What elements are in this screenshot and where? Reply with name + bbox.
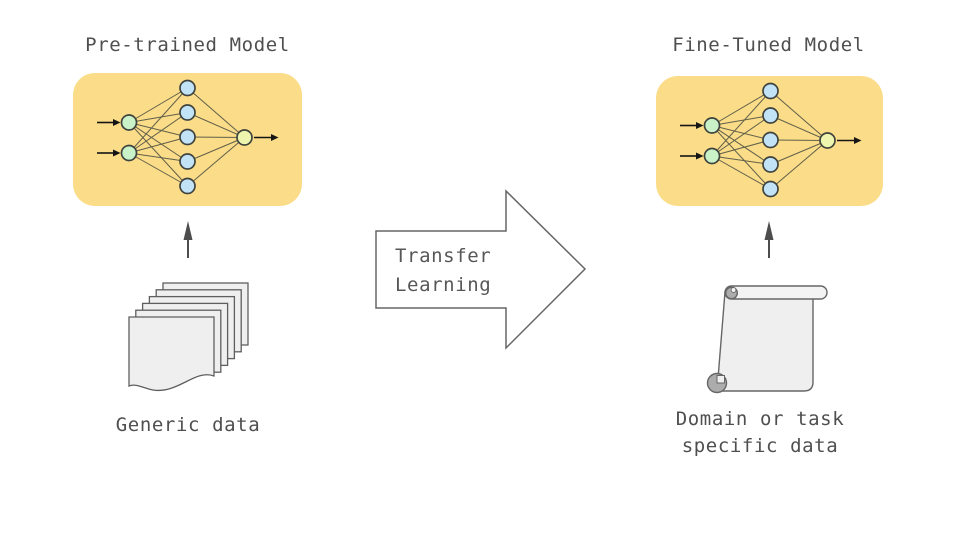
scroll-bottom-curl-inner [716,375,725,384]
scroll-icon [706,285,828,394]
generic-data-label: Generic data [115,414,261,436]
arrow-up-icon [764,221,774,258]
document-stack-icon [128,282,249,391]
transfer-learning-label: Transfer Learning [395,245,492,296]
scroll-top-roll [724,285,828,300]
pretrained-model-title: Pre-trained Model [85,34,290,56]
scroll-body [716,291,814,392]
scroll-top-curl-inner [730,287,737,293]
big-right-arrow-icon [375,189,587,350]
finetuned-model-title: Fine-Tuned Model [672,34,865,56]
domain-specific-data-label: Domain or task specific data [675,408,845,457]
document-front-page [128,316,215,391]
arrow-up-icon [183,221,193,258]
